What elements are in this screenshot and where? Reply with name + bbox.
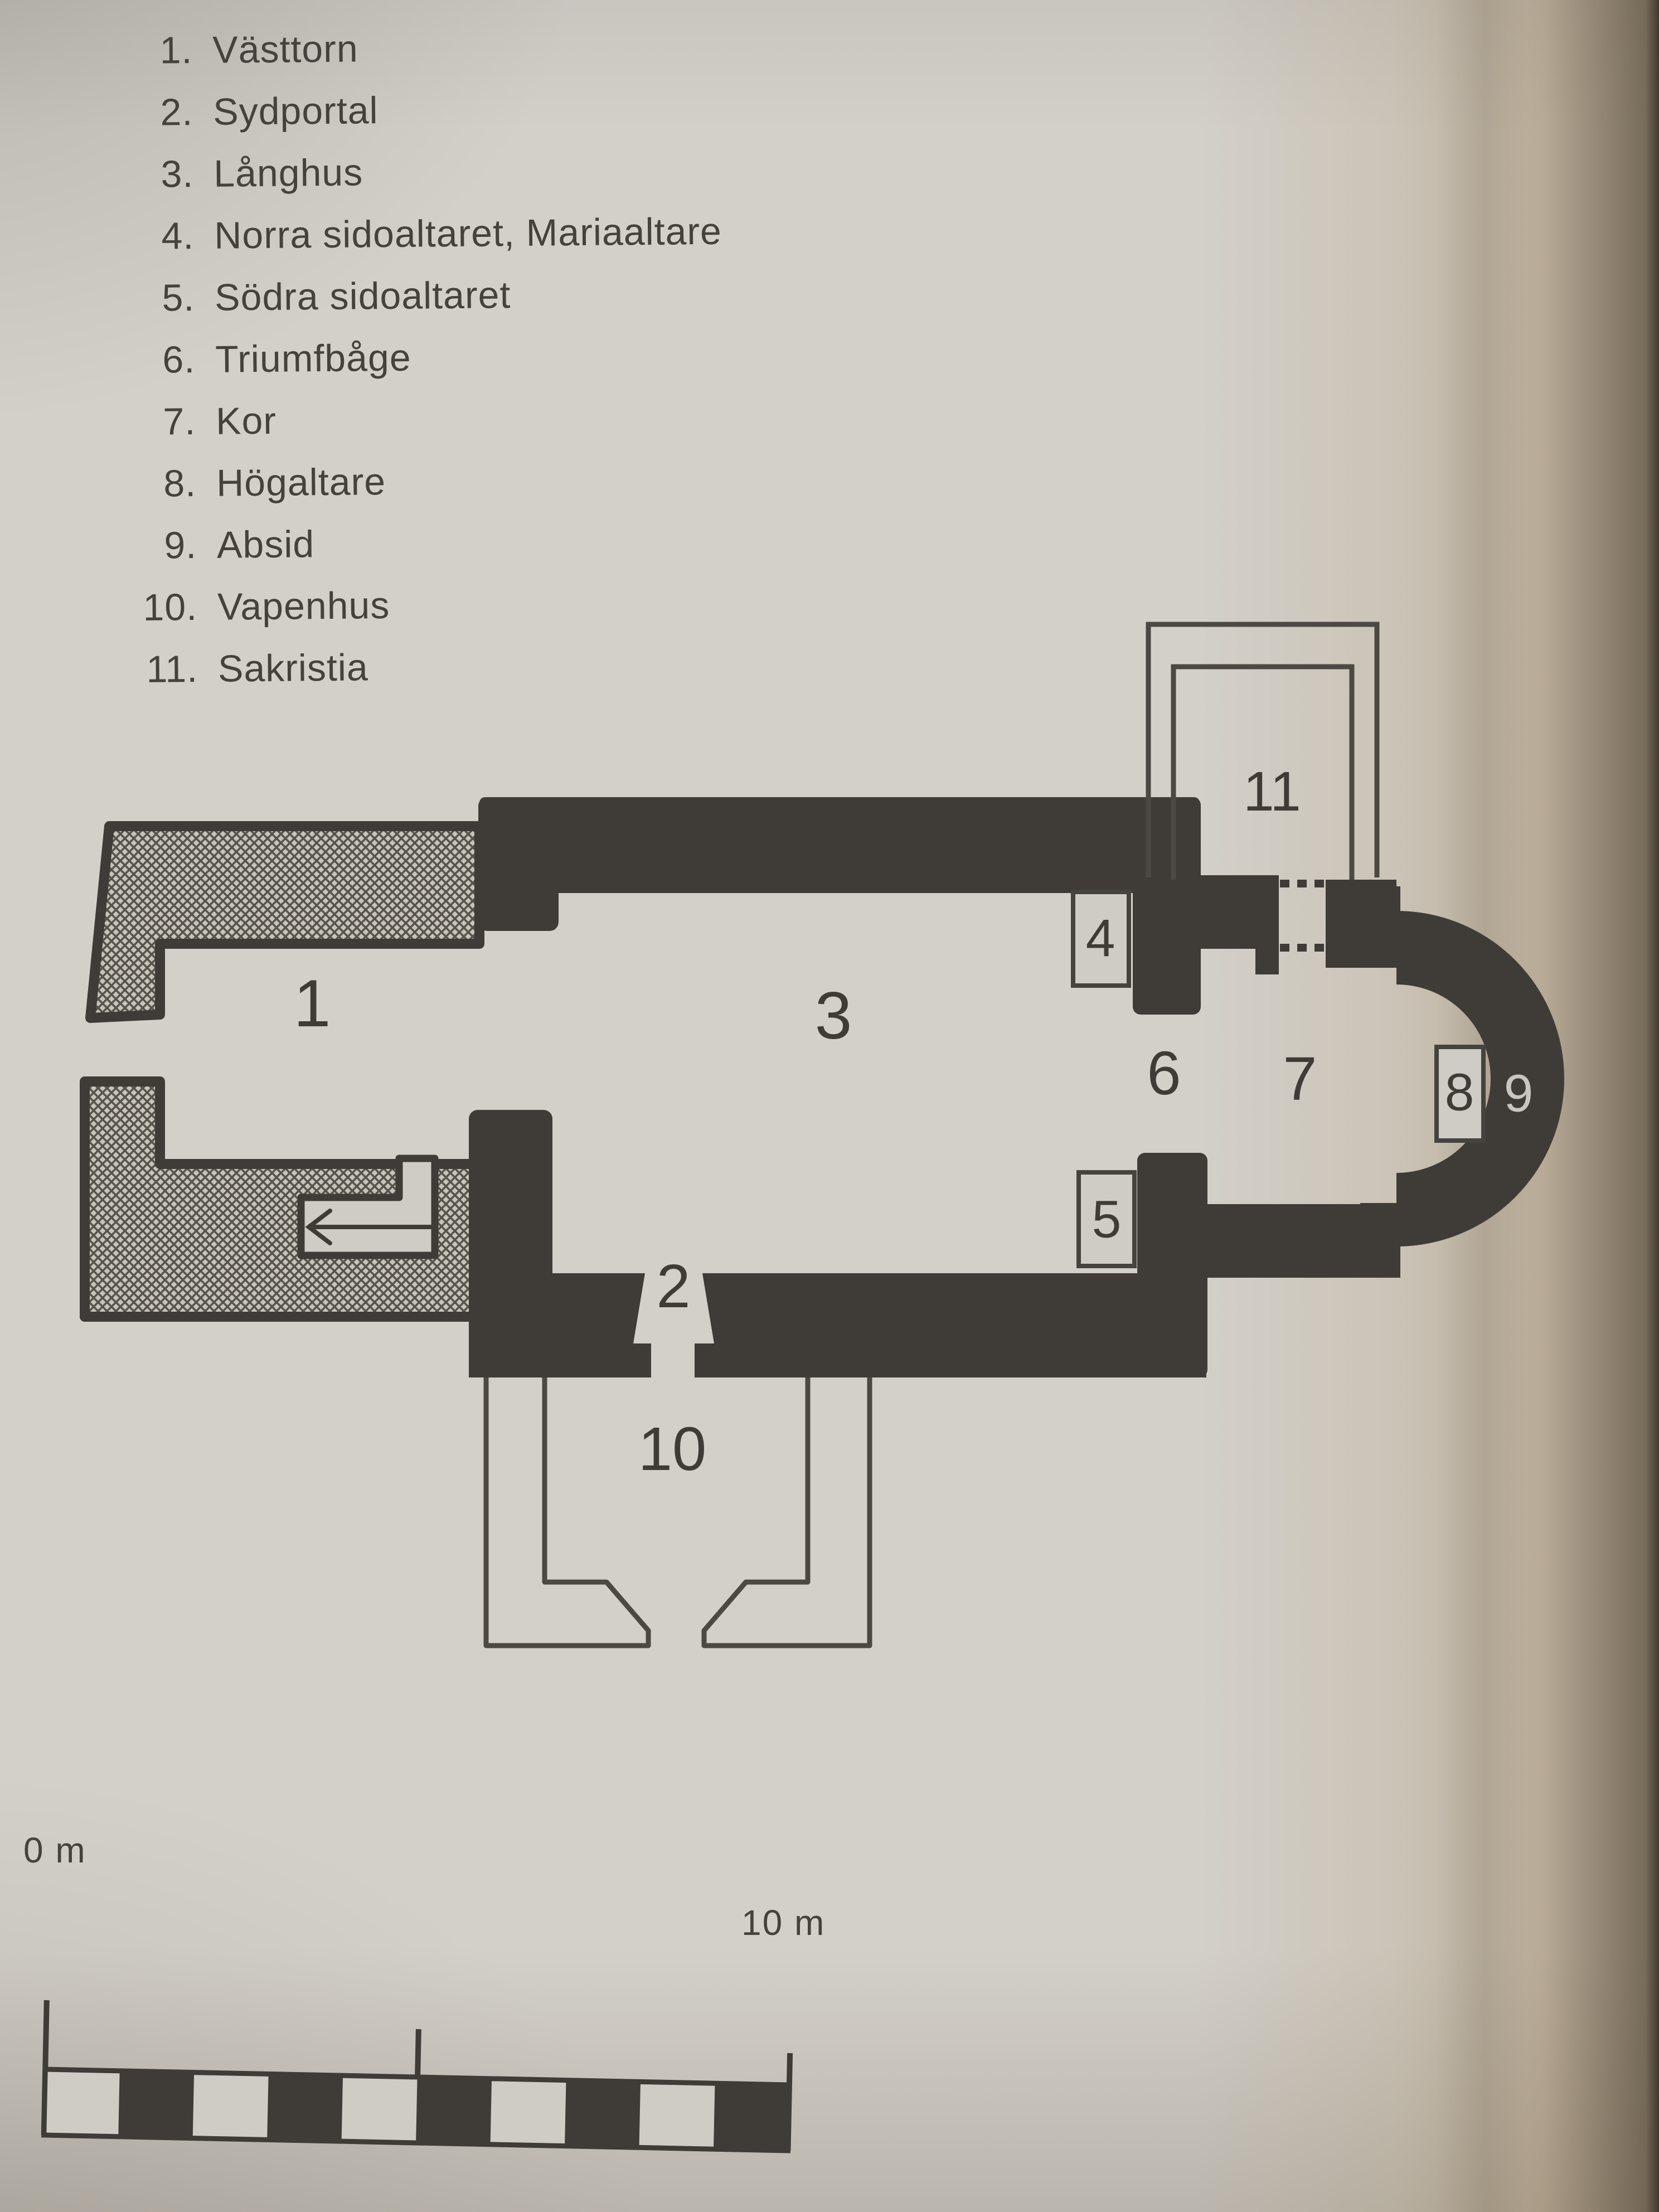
scale-bar-segment (416, 2077, 492, 2145)
scale-bar-segment (713, 2083, 789, 2151)
scale-bar-segment (565, 2080, 641, 2148)
high-altar-box (1434, 1045, 1486, 1143)
nave-north-wall (479, 797, 1200, 893)
apse-wall (1395, 911, 1564, 1246)
porch-east-wall (701, 1377, 872, 1648)
tower-stair-passage (297, 1154, 439, 1259)
plan-label-triumfbage: 6 (1147, 1039, 1181, 1108)
triumphal-arch-north-pier (1133, 797, 1201, 1015)
sacristy-outer-wall (1146, 622, 1380, 877)
nave-northwest-pier (478, 797, 559, 931)
plan-label-norra-sidoaltaret: 4 (1085, 909, 1115, 968)
chancel-north-wall-west (1200, 875, 1279, 949)
apse-junction-north (1360, 886, 1400, 968)
triumphal-arch-south-pier (1137, 1153, 1207, 1377)
plan-label-sodra-sidoaltaret: 5 (1092, 1190, 1122, 1249)
apse-junction-south (1360, 1203, 1400, 1278)
scale-bar (41, 2000, 793, 2153)
south-side-altar-box (1076, 1170, 1137, 1268)
plan-label-sydportal: 2 (656, 1252, 691, 1321)
nave-walls (469, 797, 1400, 1377)
plan-label-vapenhus: 10 (638, 1415, 707, 1483)
stair-arrow-icon (305, 1209, 433, 1245)
plan-label-langhus: 3 (814, 978, 852, 1053)
plan-label-absid: 9 (1503, 1064, 1534, 1123)
scale-bar-segment (267, 2074, 343, 2142)
tower-north-west-wall (85, 821, 484, 1023)
plan-label-vasttorn: 1 (293, 966, 331, 1041)
porch-west-wall (483, 1377, 651, 1648)
sacristy-inner-wall (1171, 664, 1355, 880)
sacristy-door-jamb-west (1255, 947, 1279, 974)
plan-label-sakristia: 11 (1243, 760, 1301, 823)
nave-south-wall-west (469, 1273, 651, 1377)
north-side-altar-box (1071, 890, 1131, 988)
plan-label-hogaltare: 8 (1444, 1063, 1474, 1122)
plan-label-kor: 7 (1283, 1045, 1317, 1113)
scale-bar-segments (118, 2070, 789, 2151)
scale-end-label: 10 m (741, 1903, 826, 1943)
scale-start-label: 0 m (23, 1830, 86, 1870)
scale-bar-segment (118, 2070, 195, 2138)
nave-south-wall-east (695, 1273, 1206, 1377)
